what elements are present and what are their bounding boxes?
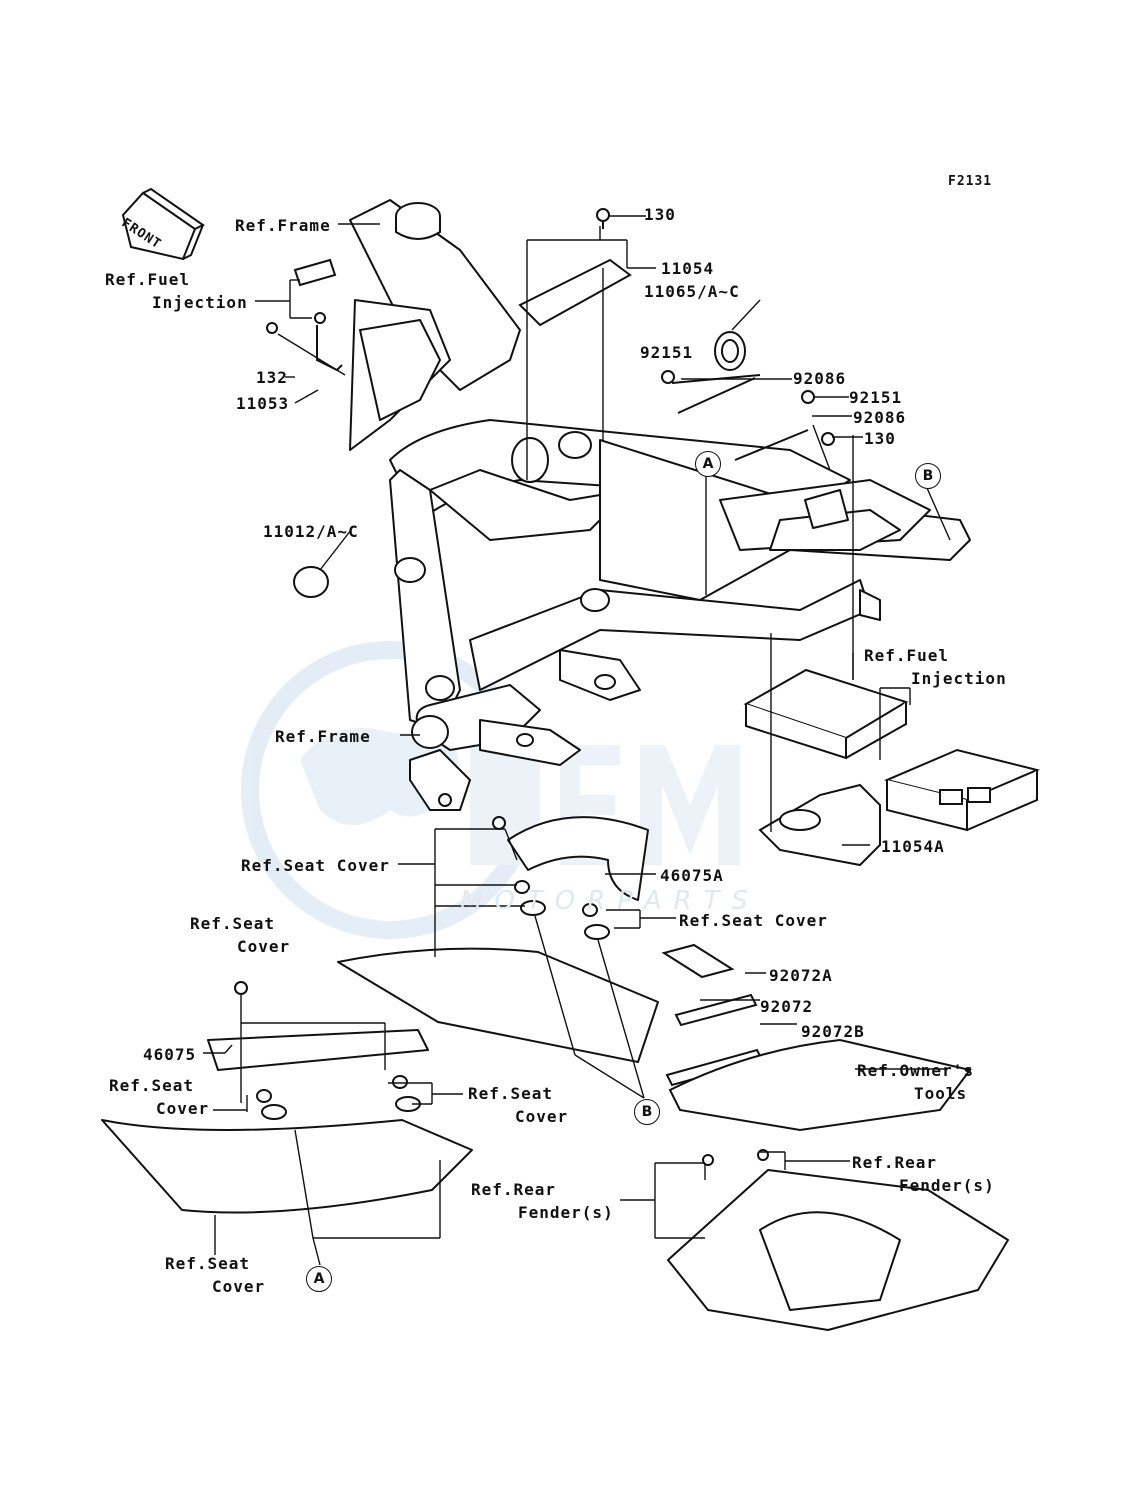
label-130-b: 130 [864, 429, 896, 448]
label-46075: 46075 [143, 1045, 197, 1064]
label-ref-seat-cover-5b: Cover [515, 1107, 569, 1126]
label-ref-seat-cover-4a: Ref.Seat [109, 1076, 195, 1095]
label-11012: 11012/A~C [263, 522, 359, 541]
label-92151-a: 92151 [640, 343, 694, 362]
label-92072: 92072 [760, 997, 814, 1016]
label-ref-rear-fender-2a: Ref.Rear [471, 1180, 557, 1199]
label-ref-seat-cover-1: Ref.Seat Cover [241, 856, 390, 875]
ecu-unit [743, 668, 1041, 867]
label-ref-seat-cover-3a: Ref.Seat [190, 914, 276, 933]
label-ref-seat-cover-4b: Cover [156, 1099, 210, 1118]
label-ref-rear-fender-1a: Ref.Rear [852, 1153, 938, 1172]
label-ref-owners-tools-2: Tools [914, 1084, 968, 1103]
label-ref-rear-fender-1b: Fender(s) [899, 1176, 995, 1195]
rear-fender [667, 1149, 1009, 1331]
label-ref-frame-mid: Ref.Frame [275, 727, 371, 746]
label-ref-fuel-injection-top-1: Ref.Fuel [105, 270, 191, 289]
figure-id: F2131 [948, 174, 993, 189]
label-11054: 11054 [661, 259, 715, 278]
label-ref-seat-cover-5a: Ref.Seat [468, 1084, 554, 1103]
label-92072B: 92072B [801, 1022, 865, 1041]
label-ref-rear-fender-2b: Fender(s) [518, 1203, 614, 1222]
label-11065: 11065/A~C [644, 282, 740, 301]
label-11053: 11053 [236, 394, 290, 413]
label-ref-seat-cover-6b: Cover [212, 1277, 266, 1296]
label-11054A: 11054A [881, 837, 945, 856]
label-ref-fuel-injection-top-2: Injection [152, 293, 248, 312]
straps-and-tools [661, 943, 972, 1132]
leader-lines [203, 215, 951, 1266]
label-46075A: 46075A [660, 866, 724, 885]
callout-b-bottom: B [634, 1099, 660, 1125]
label-ref-seat-cover-2: Ref.Seat Cover [679, 911, 828, 930]
callout-b-top: B [915, 463, 941, 489]
label-ref-seat-cover-3b: Cover [237, 937, 291, 956]
label-92086-b: 92086 [853, 408, 907, 427]
label-ref-frame-top: Ref.Frame [235, 216, 331, 235]
label-92072A: 92072A [769, 966, 833, 985]
label-ref-fuel-injection-mid-2: Injection [911, 669, 1007, 688]
main-frame [349, 199, 971, 811]
label-ref-seat-cover-6a: Ref.Seat [165, 1254, 251, 1273]
label-92151-b: 92151 [849, 388, 903, 407]
watermark-text: MOTORPARTS [460, 886, 760, 916]
label-92086-a: 92086 [793, 369, 847, 388]
callout-a-bottom: A [306, 1266, 332, 1292]
callout-a-top: A [695, 451, 721, 477]
label-ref-owners-tools-1: Ref.Owner's [857, 1061, 974, 1080]
label-ref-fuel-injection-mid-1: Ref.Fuel [864, 646, 950, 665]
front-arrow-icon [121, 187, 205, 261]
label-132: 132 [256, 368, 288, 387]
label-130-top: 130 [644, 205, 676, 224]
seat-pieces [101, 816, 659, 1214]
